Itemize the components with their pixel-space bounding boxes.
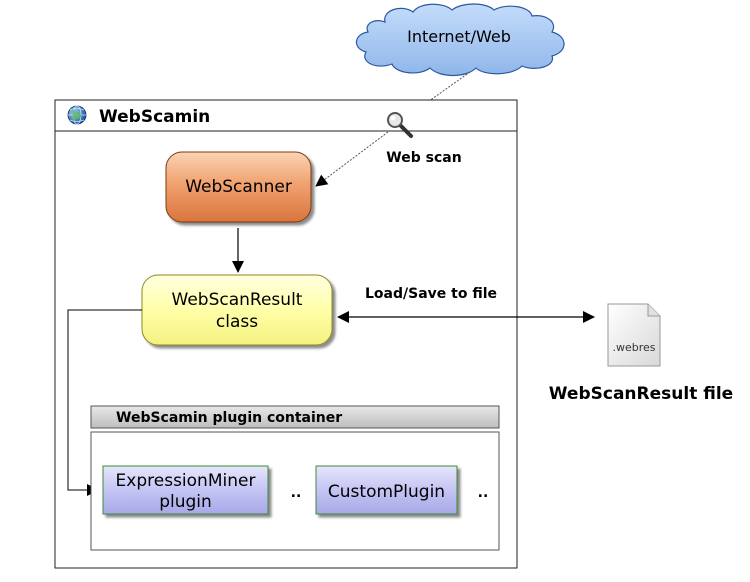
app-title: WebScamin	[99, 107, 210, 127]
web-scan-label: Web scan	[386, 150, 461, 166]
web-scan-result-node: WebScanResult class	[141, 274, 333, 346]
expression-miner-line2: plugin	[159, 492, 212, 512]
magnifier-icon	[387, 112, 413, 138]
web-scan-result-line1: WebScanResult	[172, 290, 303, 310]
file-extension: .webres	[612, 341, 655, 354]
globe-icon	[67, 105, 87, 125]
expression-miner-line1: ExpressionMiner	[116, 471, 256, 491]
plugin-container-title: WebScamin plugin container	[116, 410, 342, 426]
cloud-label: Internet/Web	[407, 27, 511, 46]
app-title-group: WebScamin	[67, 105, 210, 127]
ellipsis-1: ..	[291, 485, 302, 501]
web-scan-result-line2: class	[216, 312, 258, 332]
expression-miner-plugin: ExpressionMiner plugin	[102, 465, 269, 515]
custom-plugin-label: CustomPlugin	[328, 482, 445, 502]
result-to-plugin-connector	[67, 309, 142, 496]
custom-plugin: CustomPlugin	[315, 465, 458, 515]
file-label: WebScanResult file	[549, 384, 733, 404]
web-scanner-label: WebScanner	[185, 177, 292, 197]
scan-arrow	[315, 131, 389, 187]
load-save-label: Load/Save to file	[365, 286, 497, 302]
internet-cloud: Internet/Web	[355, 3, 565, 77]
document-icon: .webres	[607, 303, 661, 367]
web-scanner-node: WebScanner	[165, 151, 312, 223]
plugin-container-header: WebScamin plugin container	[90, 405, 500, 429]
ellipsis-2: ..	[478, 485, 489, 501]
